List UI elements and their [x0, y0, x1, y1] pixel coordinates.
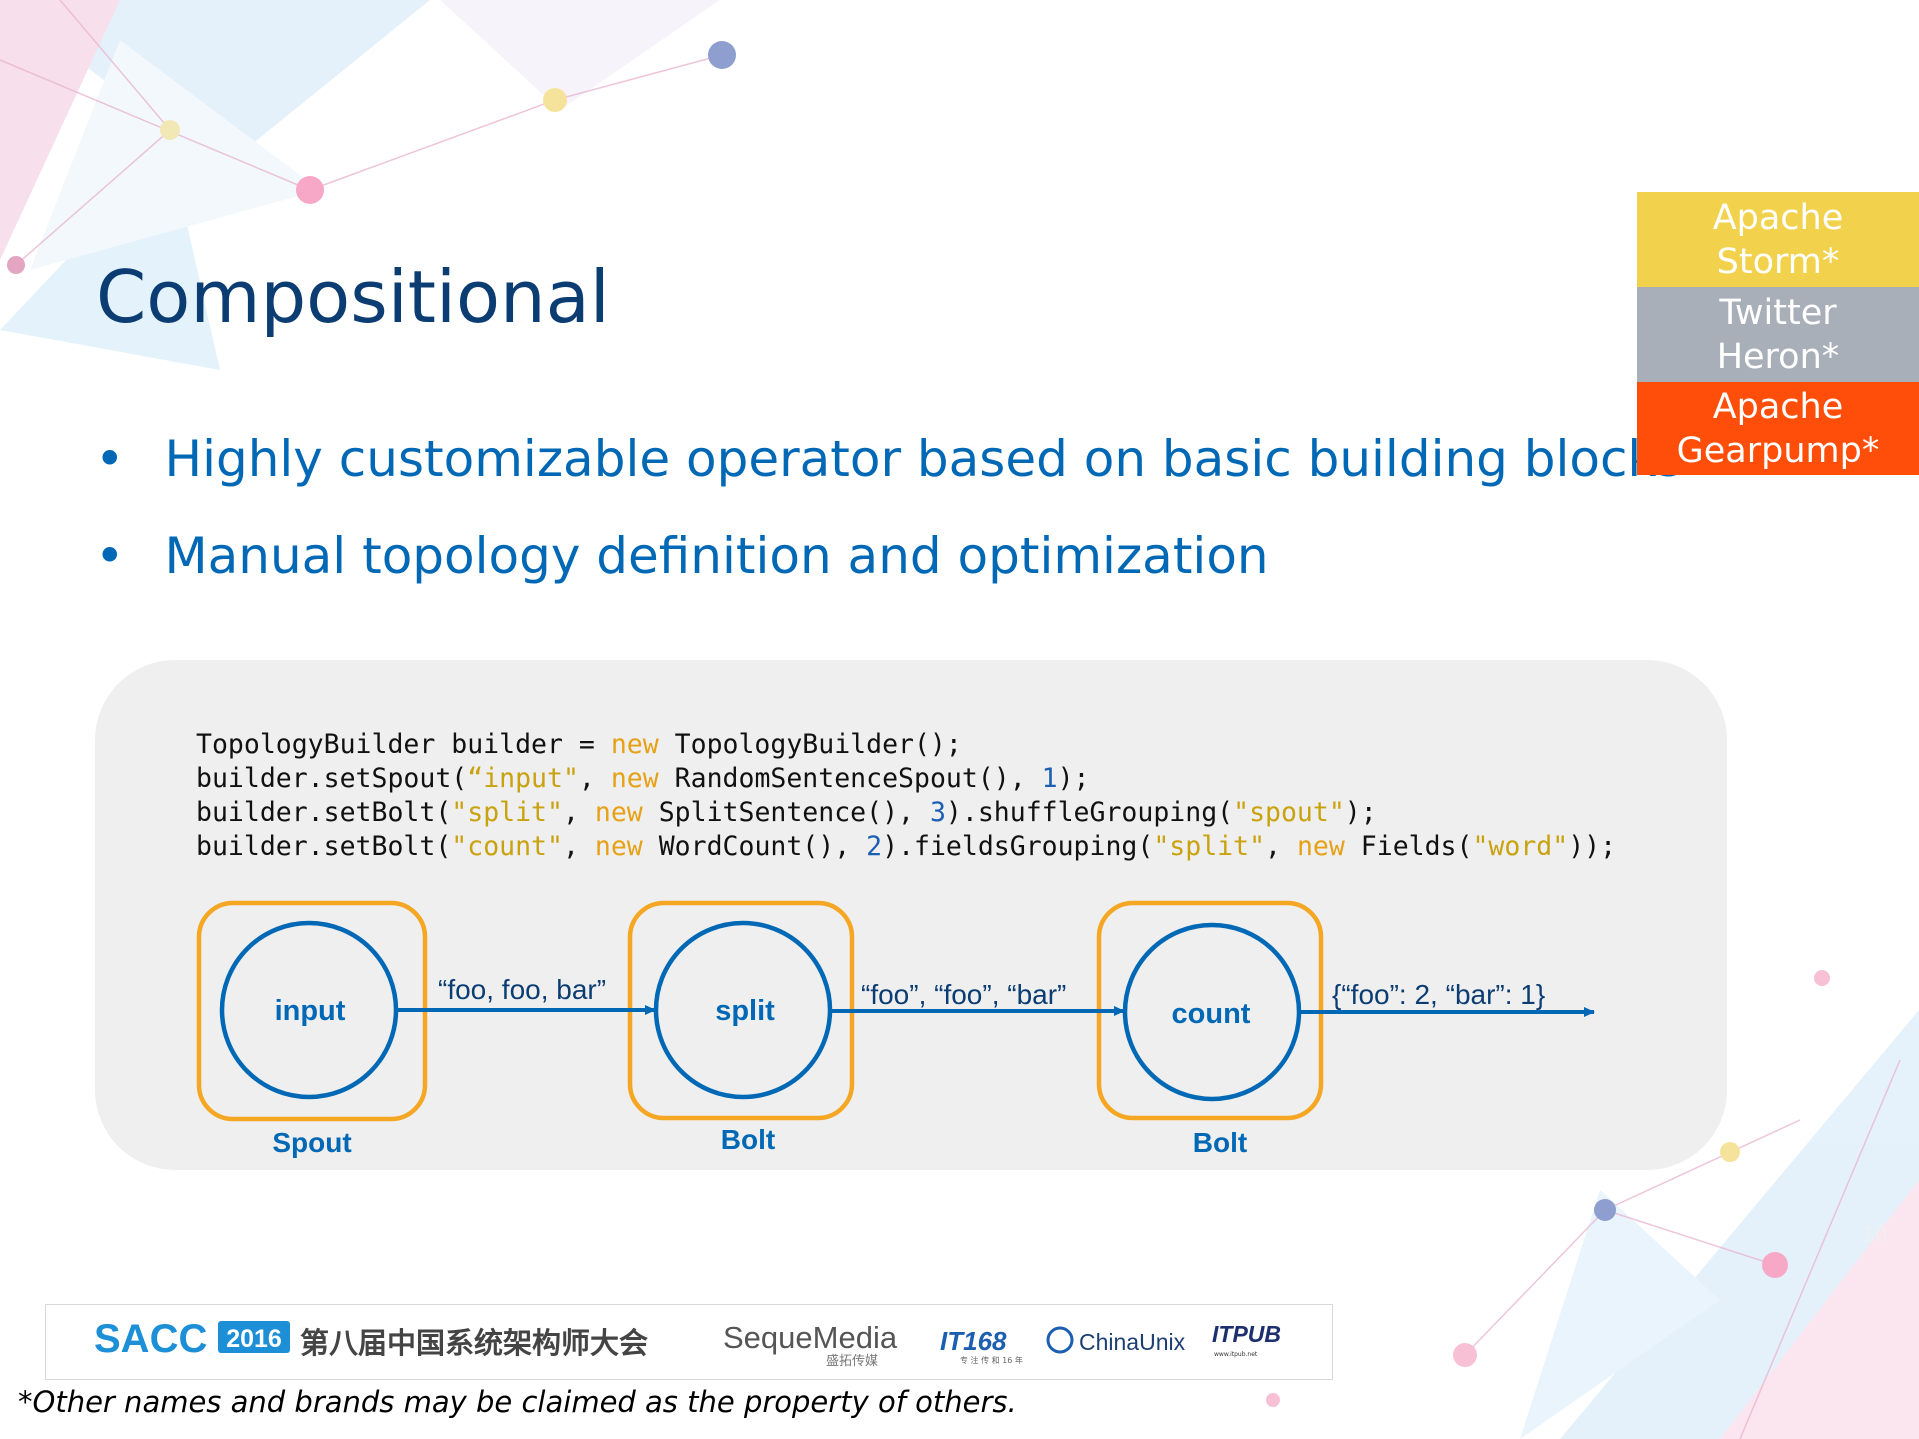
svg-text:2016: 2016	[226, 1325, 282, 1353]
node-circle	[1122, 922, 1302, 1102]
bullet-text: Manual topology definition and optimizat…	[164, 527, 1269, 585]
code-line: builder.setBolt("count", new WordCount()…	[196, 831, 1617, 862]
bullet-item: • Manual topology definition and optimiza…	[95, 527, 1269, 585]
svg-text:SequeMedia: SequeMedia	[723, 1320, 898, 1355]
code-line: TopologyBuilder builder = new TopologyBu…	[196, 729, 962, 760]
node-circle	[219, 920, 399, 1100]
bullet-dot: •	[95, 430, 125, 488]
disclaimer-text: *Other names and brands may be claimed a…	[18, 1385, 1017, 1419]
svg-text:专 注 传 和 16 年: 专 注 传 和 16 年	[960, 1355, 1023, 1365]
role-label: Bolt	[1193, 1127, 1247, 1158]
tag-line: Twitter	[1719, 292, 1837, 333]
tag-line: Apache	[1712, 386, 1844, 427]
edge-label: “foo, foo, bar”	[438, 974, 606, 1005]
code-line: builder.setBolt("split", new SplitSenten…	[196, 797, 1377, 828]
svg-text:SACC: SACC	[94, 1317, 207, 1361]
sacc-logo: SACC 2016 第八届中国系统架构师大会	[94, 1317, 648, 1361]
code-diagram-panel	[95, 660, 1727, 1170]
page-number: 10	[1862, 1222, 1888, 1246]
role-label: Spout	[272, 1127, 351, 1158]
svg-text:盛拓传媒: 盛拓传媒	[826, 1354, 878, 1369]
svg-text:www.itpub.net: www.itpub.net	[1214, 1351, 1258, 1358]
bullet-dot: •	[95, 527, 125, 585]
edge-label: {“foo”: 2, “bar”: 1}	[1332, 979, 1545, 1010]
tag-line: Gearpump*	[1676, 430, 1880, 471]
svg-text:第八届中国系统架构师大会: 第八届中国系统架构师大会	[300, 1326, 648, 1360]
svg-text:ChinaUnix: ChinaUnix	[1079, 1329, 1186, 1355]
svg-text:IT168: IT168	[940, 1326, 1007, 1356]
tag-line: Storm*	[1716, 241, 1840, 282]
node-label: split	[715, 995, 775, 1027]
code-line: builder.setSpout(“input", new RandomSent…	[196, 763, 1090, 794]
chinaunix-logo: ChinaUnix	[1046, 1326, 1186, 1355]
seque-media-logo: SequeMedia 盛拓传媒	[723, 1320, 898, 1369]
node-label: count	[1172, 998, 1251, 1030]
tag-line: Heron*	[1716, 336, 1840, 377]
bullet-item: • Highly customizable operator based on b…	[95, 430, 1683, 488]
itpub-logo: ITPUB www.itpub.net	[1212, 1321, 1281, 1358]
role-label: Bolt	[721, 1124, 775, 1155]
node-circle	[653, 920, 833, 1100]
edge-label: “foo”, “foo”, “bar”	[861, 979, 1066, 1010]
slide-title: Compositional	[96, 255, 610, 339]
node-label: input	[275, 995, 346, 1027]
code-block: TopologyBuilder builder = new TopologyBu…	[196, 728, 1616, 864]
svg-text:ITPUB: ITPUB	[1212, 1321, 1281, 1347]
tag-line: Apache	[1712, 197, 1844, 238]
it168-logo: IT168 专 注 传 和 16 年	[940, 1326, 1023, 1365]
bullet-text: Highly customizable operator based on ba…	[164, 430, 1683, 488]
